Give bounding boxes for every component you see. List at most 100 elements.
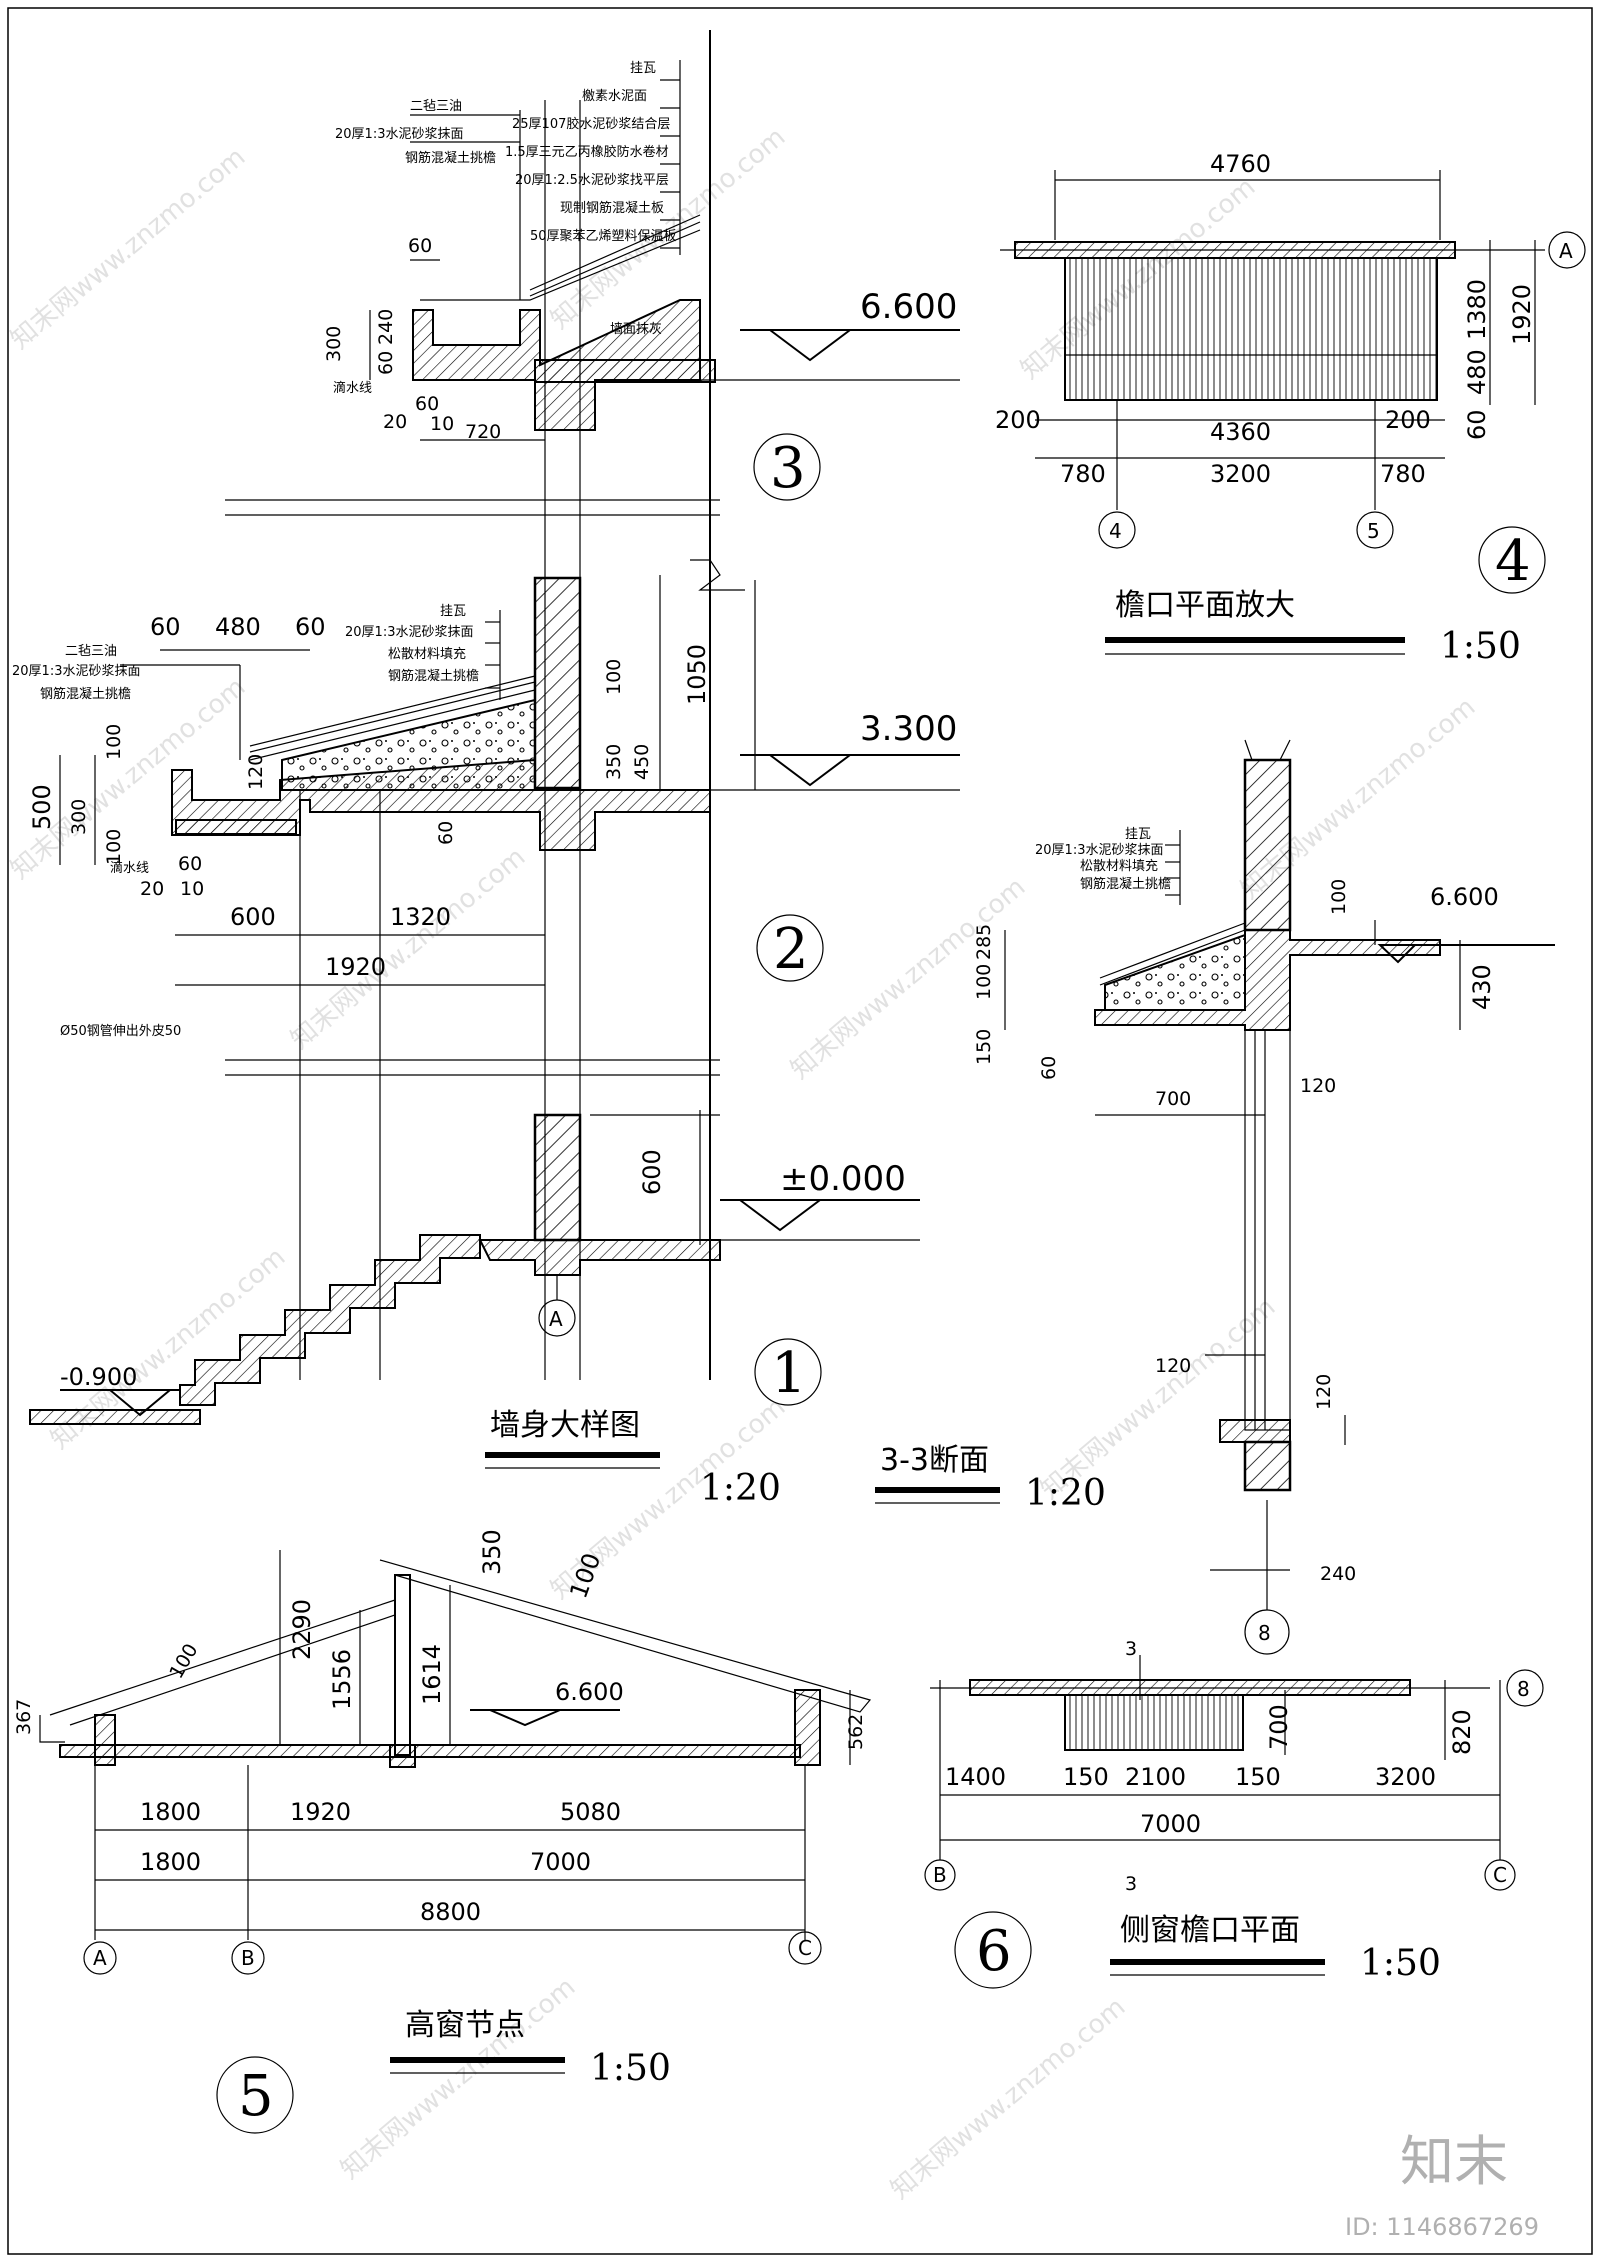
dim: 7000 bbox=[1140, 1810, 1201, 1838]
dim: 600 bbox=[638, 1149, 666, 1195]
detail-3-note: 二毡三油 bbox=[410, 99, 462, 114]
detail-2-note: 挂瓦 bbox=[440, 604, 466, 619]
detail-4-caption: 檐口平面放大 bbox=[1115, 588, 1295, 623]
detail-5-axis-label: A bbox=[93, 1946, 107, 1970]
dim: 100 bbox=[603, 659, 625, 695]
dim: 20 bbox=[140, 878, 164, 900]
cut-mark: 3 bbox=[1125, 1873, 1137, 1895]
dim: 5080 bbox=[560, 1798, 621, 1826]
dim: 3200 bbox=[1375, 1763, 1436, 1791]
dim: 120 bbox=[245, 754, 267, 790]
section-note: 挂瓦 bbox=[1125, 827, 1151, 842]
dim: 10 bbox=[430, 413, 454, 435]
dim: 367 bbox=[13, 1699, 35, 1735]
dim: 240 bbox=[375, 309, 397, 345]
detail-2-drip-label: 滴水线 bbox=[110, 860, 149, 876]
section-axis-label: 8 bbox=[1258, 1621, 1271, 1645]
dim: 200 bbox=[1385, 406, 1431, 434]
dim: 150 bbox=[1063, 1763, 1109, 1791]
elevation-label: 6.600 bbox=[860, 287, 957, 327]
dim: 1400 bbox=[945, 1763, 1006, 1791]
detail-2-pipe-note: Ø50钢管伸出外皮50 bbox=[60, 1024, 181, 1039]
dim: 7000 bbox=[530, 1848, 591, 1876]
detail-3-note: 1.5厚三元乙丙橡胶防水卷材 bbox=[505, 144, 669, 160]
dim: 820 bbox=[1448, 1709, 1476, 1755]
detail-1-caption: 墙身大样图 bbox=[490, 1408, 640, 1443]
dim: 120 bbox=[1155, 1355, 1191, 1377]
sheet-border bbox=[7, 7, 1593, 2255]
detail-2-note: 松散材料填充 bbox=[388, 646, 466, 662]
section-3-3: 挂瓦 20厚1:3水泥砂浆抹面 松散材料填充 钢筋混凝土挑檐 6.600 100… bbox=[875, 739, 1555, 1655]
dim: 430 bbox=[1468, 964, 1496, 1010]
detail-6-scale: 1:50 bbox=[1360, 1943, 1441, 1984]
section-elevation: 6.600 bbox=[1430, 883, 1499, 911]
detail-5-axis-label: C bbox=[798, 1936, 812, 1960]
dim: 700 bbox=[1265, 1704, 1293, 1750]
dim: 780 bbox=[1060, 460, 1106, 488]
detail-3-drip-label: 滴水线 bbox=[333, 380, 372, 396]
dim: 300 bbox=[323, 326, 345, 362]
cut-mark: 3 bbox=[1125, 1638, 1137, 1660]
elevation-label: ±0.000 bbox=[780, 1159, 906, 1199]
dim: 480 bbox=[1463, 349, 1491, 395]
section-note: 松散材料填充 bbox=[1080, 858, 1158, 874]
dim: 500 bbox=[28, 784, 56, 830]
detail-2-number: 2 bbox=[773, 917, 809, 982]
detail-6-axis-label: C bbox=[1493, 1863, 1507, 1887]
detail-4-axis-label: A bbox=[1559, 239, 1573, 263]
elev-3300-marker bbox=[700, 754, 960, 791]
dim: 60 bbox=[1038, 1056, 1060, 1080]
dim: 100 bbox=[564, 1549, 606, 1602]
dim: 350 bbox=[603, 744, 625, 780]
dim: 2290 bbox=[288, 1599, 316, 1660]
dim: 350 bbox=[478, 1529, 506, 1575]
dim: 100 bbox=[1328, 879, 1350, 915]
detail-5-scale: 1:50 bbox=[590, 2048, 671, 2089]
dim: 2100 bbox=[1125, 1763, 1186, 1791]
dim: 60 bbox=[295, 613, 326, 641]
brand-id: ID: 1146867269 bbox=[1345, 2213, 1539, 2241]
dim: 1380 bbox=[1463, 279, 1491, 340]
watermark: 知末网www.znzmo.com bbox=[335, 1972, 581, 2185]
detail-4-number: 4 bbox=[1495, 529, 1531, 594]
detail-6-number: 6 bbox=[976, 1919, 1012, 1984]
dim: 60 bbox=[150, 613, 181, 641]
dim: 10 bbox=[180, 878, 204, 900]
detail-1-scale: 1:20 bbox=[700, 1468, 781, 1509]
detail-6-axis-label: B bbox=[933, 1863, 947, 1887]
detail-3-note: 挂瓦 bbox=[630, 61, 656, 76]
elev-0000-marker bbox=[720, 1199, 920, 1241]
dim: 20 bbox=[383, 411, 407, 433]
detail-3-note: 25厚107胶水泥砂浆结合层 bbox=[512, 116, 670, 132]
dim: 1920 bbox=[325, 953, 386, 981]
dim: 720 bbox=[465, 421, 501, 443]
dim: 150 bbox=[1235, 1763, 1281, 1791]
dim: 150 bbox=[973, 1029, 995, 1065]
dim: 300 bbox=[68, 799, 90, 835]
detail-5-caption: 高窗节点 bbox=[405, 2008, 525, 2043]
dim: 60 bbox=[375, 351, 397, 375]
detail-2-note: 20厚1:3水泥砂浆抹面 bbox=[12, 664, 140, 679]
section-caption: 3-3断面 bbox=[880, 1443, 989, 1478]
elevation-label: 3.300 bbox=[860, 709, 957, 749]
elevation-label: -0.900 bbox=[60, 1363, 137, 1391]
dim: 450 bbox=[631, 744, 653, 780]
detail-5-elevation: 6.600 bbox=[555, 1678, 624, 1706]
elev-window-marker bbox=[470, 1709, 620, 1727]
detail-4-axis-label: 5 bbox=[1367, 519, 1380, 543]
dim: 700 bbox=[1155, 1088, 1191, 1110]
dim: 4360 bbox=[1210, 418, 1271, 446]
dim: 240 bbox=[1320, 1563, 1356, 1585]
elev-section-marker bbox=[1377, 944, 1555, 964]
detail-3-leaders bbox=[410, 60, 681, 300]
detail-3-note: 檄素水泥面 bbox=[582, 89, 647, 104]
dim: 285 bbox=[973, 924, 995, 960]
elev-6600-marker bbox=[700, 329, 960, 381]
dim: 4760 bbox=[1210, 150, 1271, 178]
detail-2-note: 20厚1:3水泥砂浆抹面 bbox=[345, 625, 473, 640]
section-note: 钢筋混凝土挑檐 bbox=[1080, 876, 1171, 892]
dim: 100 bbox=[103, 829, 125, 865]
detail-2-note: 二毡三油 bbox=[65, 644, 117, 659]
detail-3-note: 现制钢筋混凝土板 bbox=[560, 200, 664, 216]
